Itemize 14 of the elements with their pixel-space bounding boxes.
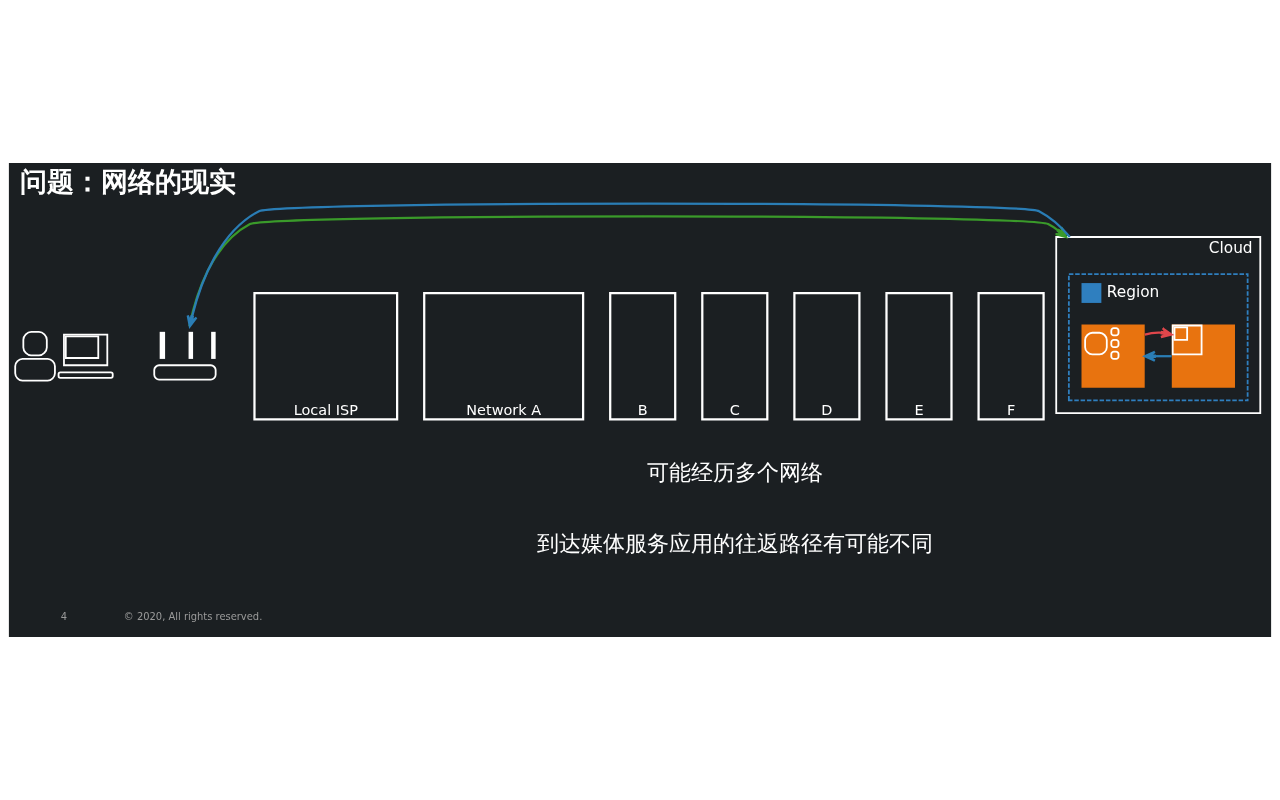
node-box: B (609, 291, 677, 421)
diagram-title: 问题：网络的现实 (19, 165, 236, 197)
label: 4 (60, 610, 68, 622)
cluster: Region (1067, 273, 1249, 402)
node-box: Local ISP (253, 291, 399, 421)
label: © 2020, All rights reserved. (123, 610, 263, 622)
node-box: E (885, 291, 953, 421)
label: 可能经历多个网络 (646, 460, 823, 486)
node-box: C (701, 291, 769, 421)
arrow (1144, 327, 1173, 339)
node-box: F (977, 291, 1045, 421)
node-box: Network A (423, 291, 585, 421)
label: 到达媒体服务应用的往返路径有可能不同 (536, 531, 933, 557)
node-box: D (793, 291, 861, 421)
